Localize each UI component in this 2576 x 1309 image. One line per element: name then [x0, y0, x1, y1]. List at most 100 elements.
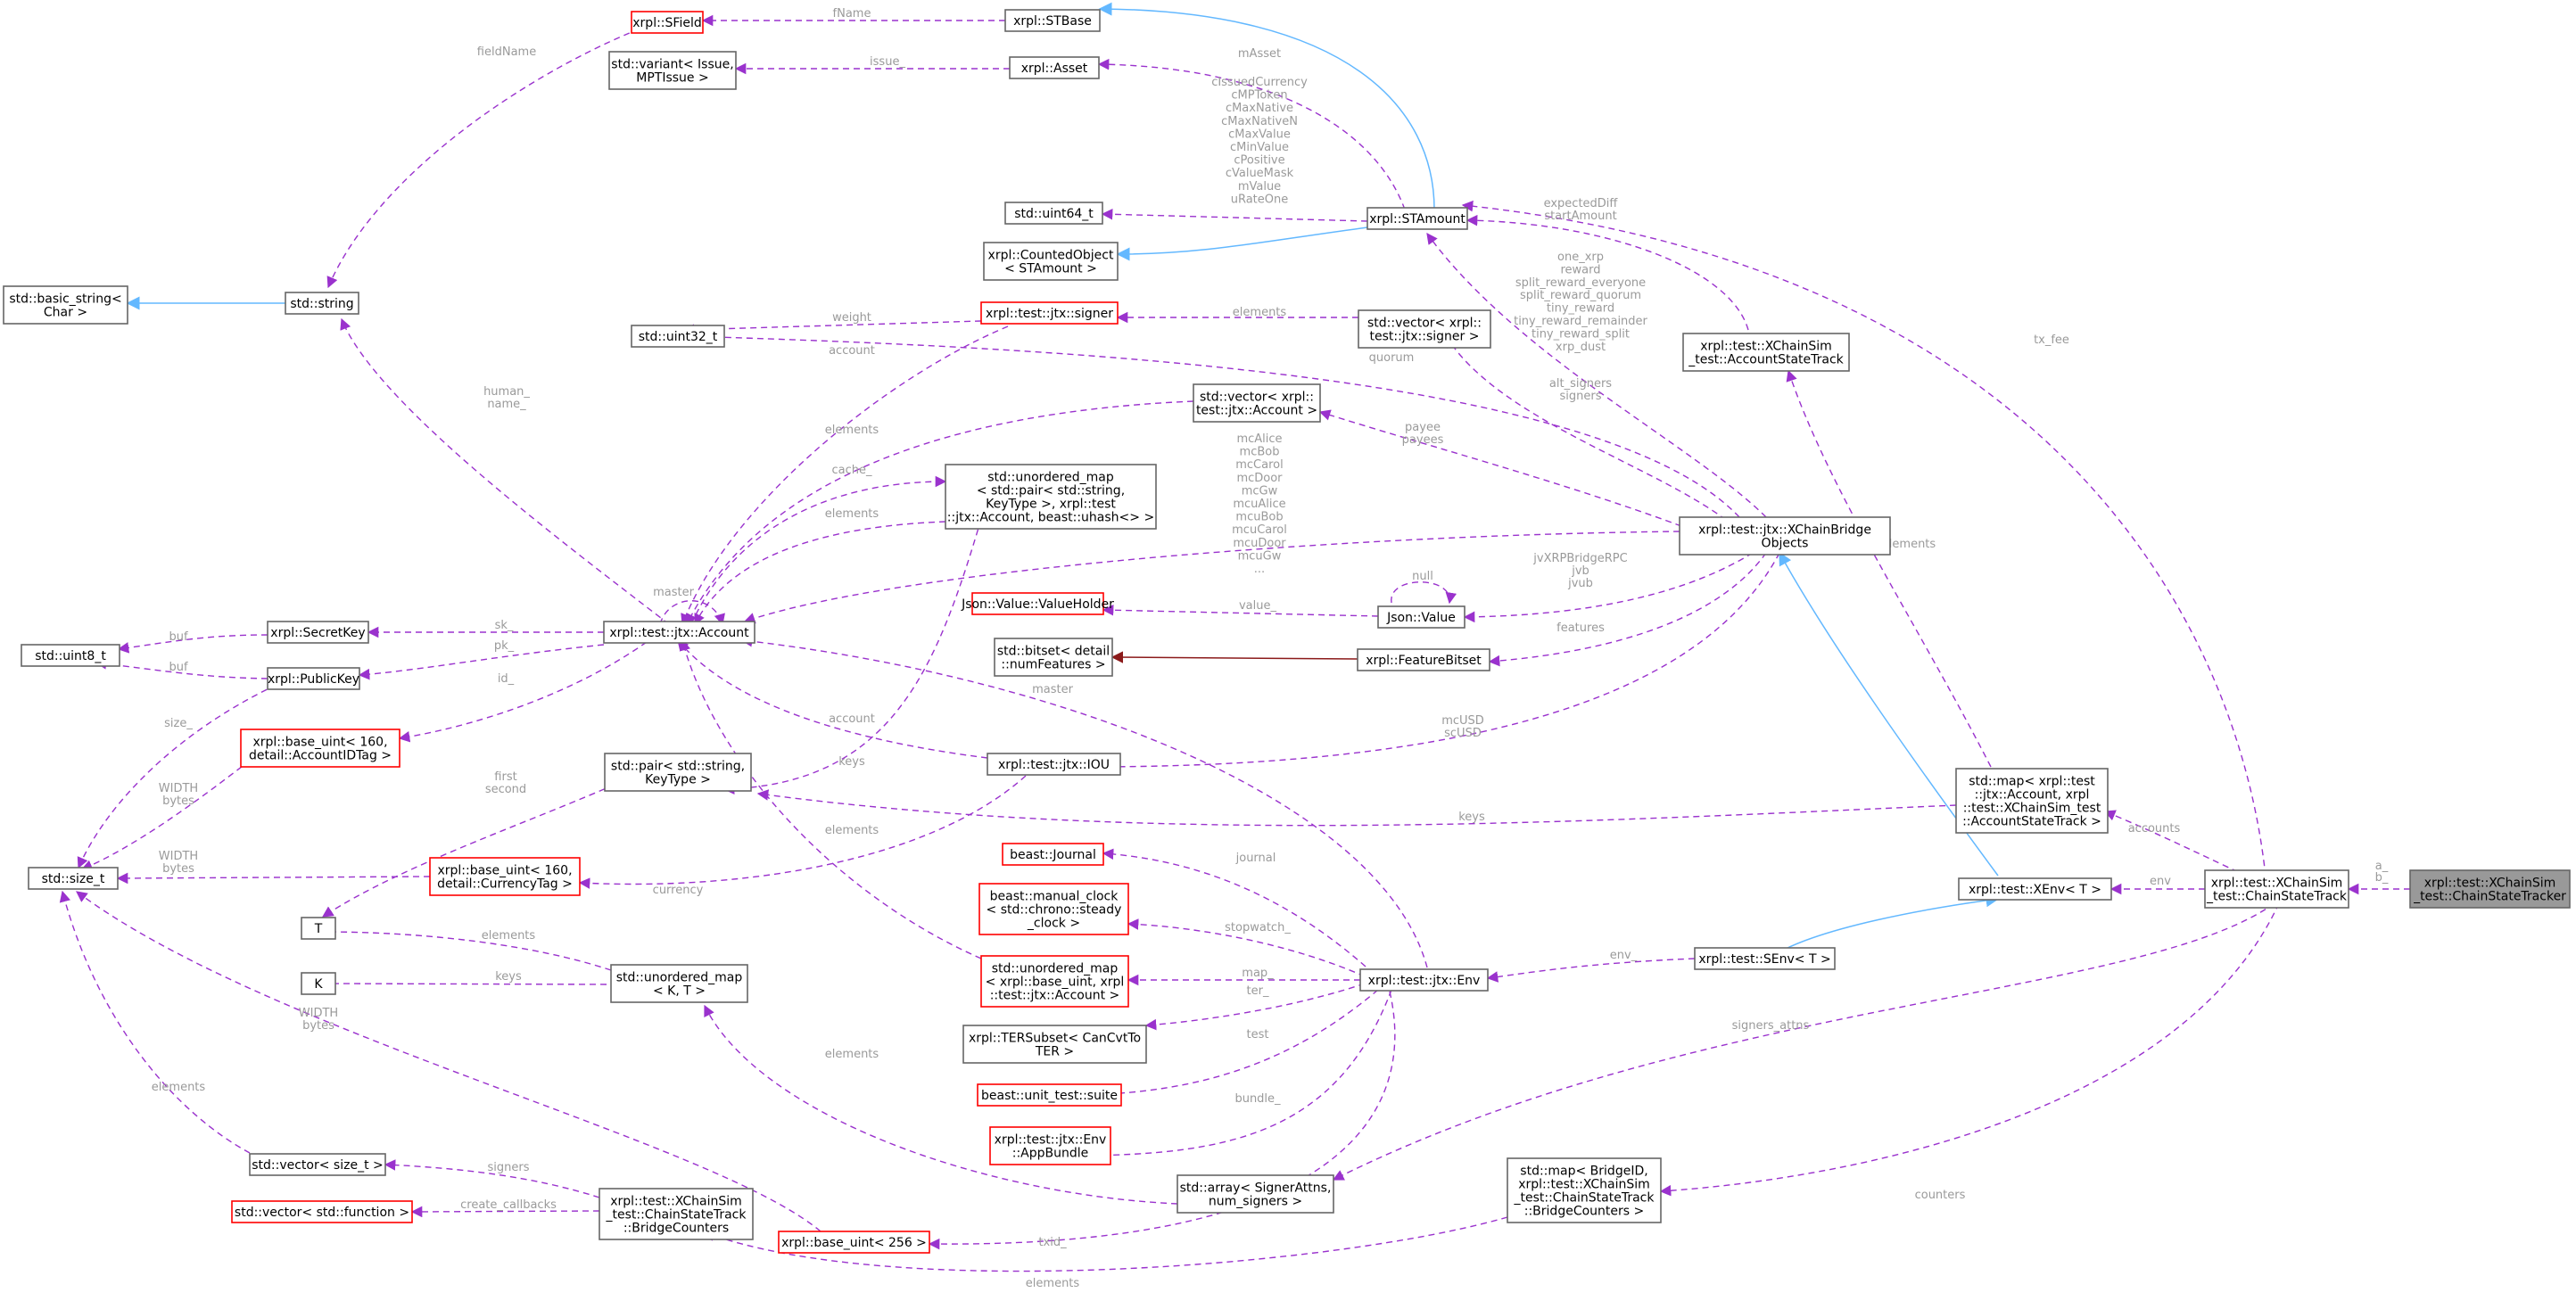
node-json-value[interactable]: Json::Value — [1377, 605, 1466, 629]
node-basic-string[interactable]: std::basic_string<Char > — [3, 285, 128, 325]
edge-label-bundle: bundle_ — [1234, 1092, 1281, 1106]
node-label: xrpl::test::jtx::Env — [995, 1133, 1107, 1148]
node-label: _clock > — [1027, 917, 1080, 931]
edge-width-256 — [75, 891, 822, 1232]
node-unordered-map-pair[interactable]: std::unordered_map< std::pair< std::stri… — [945, 464, 1157, 530]
edge-width-cur — [116, 872, 431, 885]
edge-label-line: tiny_reward_remainder — [1514, 315, 1647, 328]
node-label: xrpl::test::XEnv< T > — [1969, 883, 2101, 897]
node-box — [1366, 207, 1468, 230]
node-value-holder[interactable]: Json::Value::ValueHolder — [961, 592, 1114, 615]
node-base-uint-160-currency[interactable]: xrpl::base_uint< 160,detail::CurrencyTag… — [429, 857, 581, 896]
node-public-key[interactable]: xrpl::PublicKey — [267, 667, 360, 690]
node-countedobject[interactable]: xrpl::CountedObject< STAmount > — [983, 242, 1119, 281]
edge-expected — [1466, 214, 1749, 331]
node-account-state-track[interactable]: xrpl::test::XChainSim_test::AccountState… — [1682, 333, 1850, 372]
node-k[interactable]: K — [301, 972, 336, 995]
node-uint64[interactable]: std::uint64_t — [1004, 202, 1103, 225]
node-variant[interactable]: std::variant< Issue,MPTIssue > — [608, 51, 737, 90]
node-vector-signer[interactable]: std::vector< xrpl::test::jtx::signer > — [1358, 309, 1491, 349]
edge-label-pk: pk_ — [494, 639, 515, 653]
node-std-string[interactable]: std::string — [285, 292, 359, 315]
node-label: std::unordered_map — [616, 971, 743, 985]
node-label: _test::ChainStateTrack — [2206, 890, 2348, 904]
node-stbase[interactable]: xrpl::STBase — [1004, 9, 1101, 32]
node-vector-size-t[interactable]: std::vector< size_t > — [249, 1153, 386, 1176]
node-iou[interactable]: xrpl::test::jtx::IOU — [987, 753, 1121, 776]
node-label: xrpl::STBase — [1013, 14, 1092, 29]
node-sfield[interactable]: xrpl::SField — [631, 11, 704, 34]
edge-label-accounts: accounts — [2128, 822, 2181, 836]
node-unordered-map-base-uint[interactable]: std::unordered_map< xrpl::base_uint, xrp… — [980, 955, 1129, 1008]
edge-label-line: xrp_dust — [1556, 341, 1606, 354]
node-bridge-counters[interactable]: xrpl::test::XChainSim_test::ChainStateTr… — [599, 1188, 754, 1240]
edge-signer-account — [681, 325, 1009, 626]
node-box — [980, 301, 1119, 325]
node-map-bridge-counters[interactable]: std::map< BridgeID,xrpl::test::XChainSim… — [1507, 1157, 1662, 1223]
node-secret-key[interactable]: xrpl::SecretKey — [267, 621, 369, 644]
edge-label-line: jvub — [1567, 577, 1593, 590]
edge-inherit-stbase — [1098, 2, 1435, 210]
node-chain-state-track[interactable]: xrpl::test::XChainSim_test::ChainStateTr… — [2204, 869, 2349, 909]
node-env[interactable]: xrpl::test::jtx::Env — [1359, 968, 1489, 992]
node-base-uint-256[interactable]: xrpl::base_uint< 256 > — [778, 1231, 930, 1254]
node-journal[interactable]: beast::Journal — [1002, 843, 1104, 866]
node-label: xrpl::test::XChainSim — [2424, 877, 2556, 891]
node-pair-string-keytype[interactable]: std::pair< std::string,KeyType > — [604, 753, 752, 792]
edge-label-sk: sk_ — [495, 619, 514, 632]
node-manual-clock[interactable]: beast::manual_clock< std::chrono::steady… — [978, 883, 1129, 935]
node-box — [1357, 648, 1490, 671]
node-asset[interactable]: xrpl::Asset — [1009, 56, 1100, 79]
node-box — [1358, 309, 1491, 349]
edge-label-signers: signers — [488, 1161, 530, 1174]
edge-label-line: split_reward_everyone — [1515, 276, 1646, 290]
node-app-bundle[interactable]: xrpl::test::jtx::Env::AppBundle — [989, 1126, 1111, 1165]
node-feature-bitset[interactable]: xrpl::FeatureBitset — [1357, 648, 1490, 671]
node-senv[interactable]: xrpl::test::SEnv< T > — [1694, 947, 1836, 970]
node-chain-state-tracker[interactable]: xrpl::test::XChainSim_test::ChainStateTr… — [2409, 869, 2571, 909]
edge-label-currency: currency — [653, 884, 704, 897]
edge-label-vecsize-elements: elements — [152, 1081, 206, 1094]
node-signer[interactable]: xrpl::test::jtx::signer — [980, 301, 1119, 325]
edge-label-line: expectedDiff — [1544, 197, 1619, 210]
node-bitset[interactable]: std::bitset< detail::numFeatures > — [994, 638, 1113, 677]
node-label: std::size_t — [42, 872, 105, 886]
node-label: ::jtx::Account, xrpl — [1975, 788, 2090, 803]
node-box — [1377, 605, 1466, 629]
node-account[interactable]: xrpl::test::jtx::Account — [603, 621, 755, 644]
node-box — [301, 972, 336, 995]
node-box — [1682, 333, 1850, 372]
node-label: test::jtx::Account > — [1196, 404, 1317, 418]
node-vector-function[interactable]: std::vector< std::function > — [231, 1200, 413, 1223]
node-box — [429, 857, 581, 896]
node-size-t[interactable]: std::size_t — [28, 867, 119, 890]
node-stamount[interactable]: xrpl::STAmount — [1366, 207, 1468, 230]
node-label: xrpl::SField — [632, 16, 701, 30]
node-uint8[interactable]: std::uint8_t — [21, 644, 120, 667]
edge-label-stamount-fields: cIssuedCurrencycMPTokencMaxNativecMaxNat… — [1211, 76, 1308, 206]
node-label: MPTIssue > — [636, 71, 708, 86]
edge-label-size: size_ — [164, 717, 193, 730]
node-label: detail::CurrencyTag > — [437, 877, 573, 892]
edge-txid — [928, 991, 1396, 1250]
node-unordered-map-kt[interactable]: std::unordered_map< K, T > — [610, 964, 748, 1003]
node-unit-test-suite[interactable]: beast::unit_test::suite — [977, 1083, 1122, 1107]
node-label: ::test::jtx::Account > — [990, 989, 1120, 1003]
node-base-uint-160-account[interactable]: xrpl::base_uint< 160,detail::AccountIDTa… — [240, 729, 400, 768]
node-t[interactable]: T — [301, 917, 336, 940]
node-map-account-state[interactable]: std::map< xrpl::test::jtx::Account, xrpl… — [1955, 768, 2109, 834]
edge-signers — [384, 1159, 600, 1198]
node-box — [983, 242, 1119, 281]
node-label: std::uint64_t — [1014, 207, 1094, 221]
node-xenv[interactable]: xrpl::test::XEnv< T > — [1958, 877, 2112, 901]
node-array-signer-attns[interactable]: std::array< SignerAttns,num_signers > — [1177, 1174, 1334, 1214]
node-uint32[interactable]: std::uint32_t — [631, 325, 725, 348]
edge-label-counters: counters — [1915, 1189, 1966, 1202]
node-box — [2204, 869, 2349, 909]
node-vector-account[interactable]: std::vector< xrpl::test::jtx::Account > — [1193, 383, 1321, 423]
node-box — [994, 638, 1113, 677]
